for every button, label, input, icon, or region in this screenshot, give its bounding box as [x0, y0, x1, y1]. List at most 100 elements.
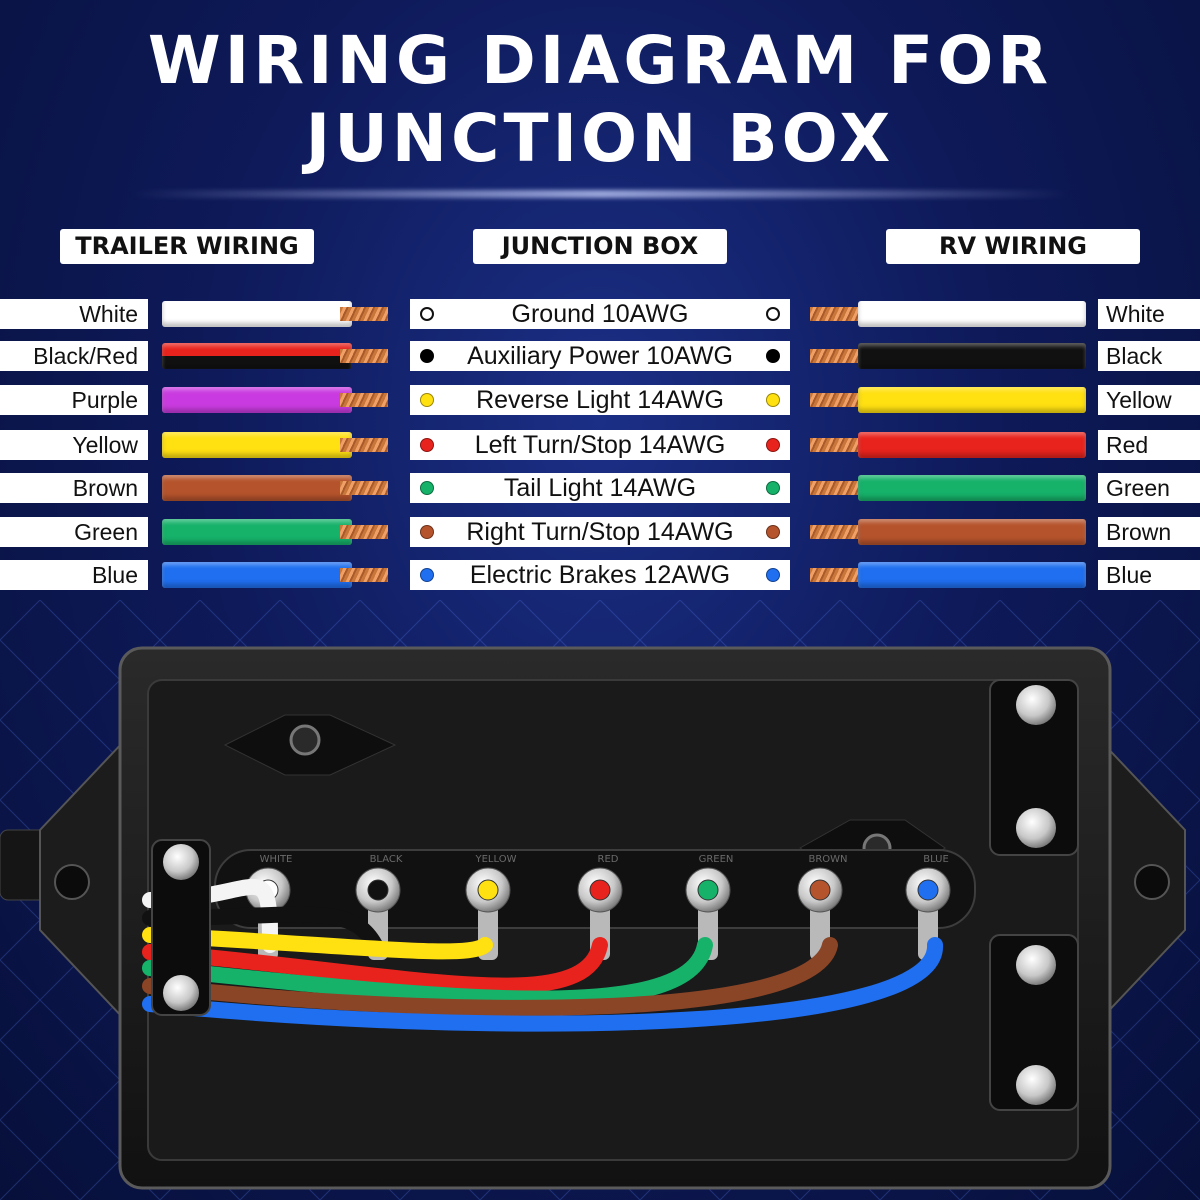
trailer-wire-insulation: [162, 343, 352, 369]
trailer-wire-insulation: [162, 562, 352, 588]
rv-wire-copper: [810, 393, 870, 407]
junction-box-row: Ground 10AWG: [410, 299, 790, 329]
yellow-wire: [142, 927, 493, 960]
terminal-post: RED: [577, 854, 623, 960]
clamp-screw-bottom: [163, 975, 199, 1011]
trailer-wire-label: Green: [0, 517, 148, 547]
clamp-screw-top: [163, 844, 199, 880]
terminal-label: YELLOW: [475, 854, 517, 865]
terminal-color-cap: [367, 879, 389, 901]
terminal-post: BROWN: [797, 854, 848, 960]
color-dot-icon: [420, 568, 434, 582]
trailer-wiring-header: TRAILER WIRING: [60, 229, 314, 264]
rv-wire-insulation: [858, 475, 1086, 501]
color-dot-icon: [766, 393, 780, 407]
terminal-label: RED: [598, 854, 619, 865]
left-mount-hole: [54, 864, 90, 900]
trailer-wire-label: Blue: [0, 560, 148, 590]
terminal-label: BLACK: [370, 854, 403, 865]
terminal-label: BROWN: [808, 854, 847, 865]
trailer-wire-label: White: [0, 299, 148, 329]
rv-wire-label: Black: [1098, 341, 1200, 371]
red-wire: [142, 937, 608, 994]
color-dot-icon: [766, 481, 780, 495]
color-dot-icon: [420, 349, 434, 363]
junction-box-label: Reverse Light 14AWG: [476, 386, 724, 414]
trailer-wire-insulation: [162, 387, 352, 413]
rv-wire-label: Green: [1098, 473, 1200, 503]
color-dot-icon: [766, 438, 780, 452]
junction-box-row: Right Turn/Stop 14AWG: [410, 517, 790, 547]
rv-wire-label: White: [1098, 299, 1200, 329]
trailer-wire-copper: [340, 568, 388, 582]
trailer-wire-label: Black/Red: [0, 341, 148, 371]
blue-wire: [142, 937, 944, 1032]
junction-box-label: Right Turn/Stop 14AWG: [466, 518, 734, 546]
rv-wire-copper: [810, 525, 870, 539]
color-dot-icon: [766, 525, 780, 539]
terminal-color-cap: [809, 879, 831, 901]
color-dot-icon: [420, 438, 434, 452]
terminals: WHITE BLACK YELLOW RED GREEN BROWN BLUE: [245, 854, 951, 960]
trailer-wire-label: Yellow: [0, 430, 148, 460]
trailer-wire-copper: [340, 393, 388, 407]
trailer-wire-insulation: [162, 475, 352, 501]
junction-box-row: Tail Light 14AWG: [410, 473, 790, 503]
rv-wiring-header: RV WIRING: [886, 229, 1140, 264]
terminal-post: BLUE: [905, 854, 951, 960]
junction-box-photo: WHITE BLACK YELLOW RED GREEN BROWN BLUE: [0, 600, 1200, 1200]
color-dot-icon: [766, 307, 780, 321]
rv-wire-label: Yellow: [1098, 385, 1200, 415]
junction-box-label: Tail Light 14AWG: [503, 474, 697, 502]
terminal-color-cap: [917, 879, 939, 901]
trailer-wire-copper: [340, 307, 388, 321]
rv-wire-insulation: [858, 432, 1086, 458]
trailer-wire-label: Purple: [0, 385, 148, 415]
title-line-2: JUNCTION BOX: [305, 100, 895, 177]
color-dot-icon: [766, 568, 780, 582]
junction-box-row: Electric Brakes 12AWG: [410, 560, 790, 590]
trailer-wire-insulation: [162, 519, 352, 545]
title-line-1: WIRING DIAGRAM FOR: [147, 22, 1053, 99]
trailer-wire-copper: [340, 438, 388, 452]
rv-wire-insulation: [858, 519, 1086, 545]
right-cable-clamp-lower: [989, 934, 1079, 1111]
junction-box-label: Ground 10AWG: [511, 300, 689, 328]
rv-wire-copper: [810, 568, 870, 582]
color-dot-icon: [420, 525, 434, 539]
color-dot-icon: [420, 393, 434, 407]
terminal-label: GREEN: [699, 854, 734, 865]
trailer-wire-copper: [340, 525, 388, 539]
rv-wire-insulation: [858, 562, 1086, 588]
junction-box-row: Reverse Light 14AWG: [410, 385, 790, 415]
rv-wire-label: Blue: [1098, 560, 1200, 590]
junction-box-label: Left Turn/Stop 14AWG: [474, 431, 726, 459]
rv-wire-copper: [810, 349, 870, 363]
trailer-wire-insulation: [162, 432, 352, 458]
junction-box-label: Auxiliary Power 10AWG: [467, 342, 733, 370]
terminal-label: WHITE: [260, 854, 293, 865]
brown-wire: [142, 937, 838, 1016]
rv-wire-insulation: [858, 301, 1086, 327]
junction-box-label: Electric Brakes 12AWG: [469, 561, 731, 589]
color-dot-icon: [766, 349, 780, 363]
terminal-label: BLUE: [923, 854, 949, 865]
rv-wire-copper: [810, 481, 870, 495]
junction-box-row: Auxiliary Power 10AWG: [410, 341, 790, 371]
junction-box-row: Left Turn/Stop 14AWG: [410, 430, 790, 460]
trailer-wire-label: Brown: [0, 473, 148, 503]
terminal-color-cap: [697, 879, 719, 901]
rv-wire-label: Red: [1098, 430, 1200, 460]
terminal-color-cap: [589, 879, 611, 901]
left-cable-clamp: [151, 839, 211, 1016]
rv-wire-copper: [810, 438, 870, 452]
trailer-wire-copper: [340, 349, 388, 363]
terminal-color-cap: [477, 879, 499, 901]
rv-wire-copper: [810, 307, 870, 321]
trailer-wire-copper: [340, 481, 388, 495]
rv-wire-label: Brown: [1098, 517, 1200, 547]
trailer-wire-insulation: [162, 301, 352, 327]
junction-box-header: JUNCTION BOX: [473, 229, 727, 264]
color-dot-icon: [420, 307, 434, 321]
rv-wire-insulation: [858, 343, 1086, 369]
